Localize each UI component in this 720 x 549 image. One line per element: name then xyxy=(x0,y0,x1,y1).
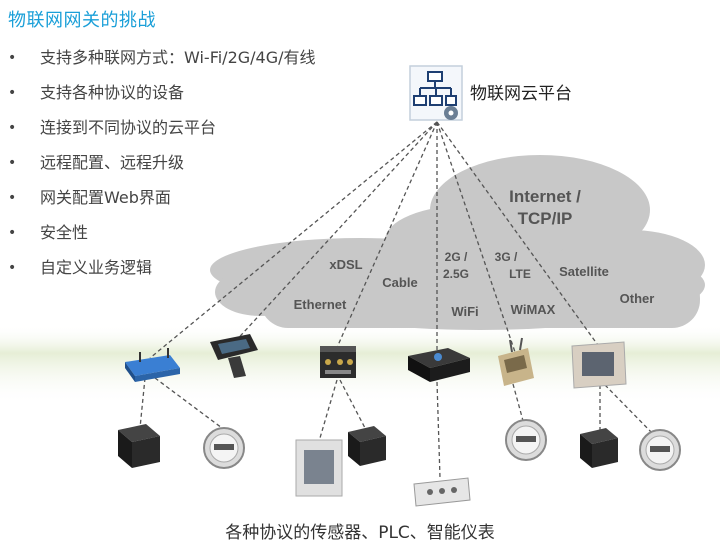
label-cable: Cable xyxy=(382,275,417,290)
black-gateway-box-icon xyxy=(408,348,470,382)
label-other: Other xyxy=(620,291,655,306)
touch-panel-icon xyxy=(295,439,343,497)
label-2g-line1: 2G / xyxy=(445,250,468,264)
challenge-item: • 安全性 xyxy=(8,223,316,258)
challenge-item: • 支持各种协议的设备 xyxy=(8,83,316,118)
challenge-list: • 支持多种联网方式：Wi-Fi/2G/4G/有线 • 支持各种协议的设备 • 连接到… xyxy=(8,48,316,293)
challenge-text: 网关配置Web界面 xyxy=(40,188,171,207)
router-icon xyxy=(125,348,180,382)
label-wimax: WiMAX xyxy=(511,302,556,317)
challenge-item: • 支持多种联网方式：Wi-Fi/2G/4G/有线 xyxy=(8,48,316,83)
bullet-dot: • xyxy=(8,50,17,66)
challenge-text: 自定义业务逻辑 xyxy=(40,258,153,277)
portable-modem-icon xyxy=(498,337,534,386)
smart-meter-icon xyxy=(203,427,245,469)
cloud-title-line2: TCP/IP xyxy=(518,209,573,228)
embedded-gateway-icon xyxy=(320,346,356,378)
uplink-lines xyxy=(149,121,601,359)
downlink-lines xyxy=(139,377,656,479)
challenge-item: • 网关配置Web界面 xyxy=(8,188,316,223)
challenge-text: 连接到不同协议的云平台 xyxy=(40,118,217,137)
label-xdsl: xDSL xyxy=(329,257,362,272)
bullet-dot: • xyxy=(8,120,17,136)
panel-pc-icon xyxy=(571,341,627,389)
cloud-labels: Internet / TCP/IP xDSL Cable Ethernet 2G… xyxy=(294,187,655,319)
bullet-dot: • xyxy=(8,155,17,171)
label-satellite: Satellite xyxy=(559,264,609,279)
challenge-item: • 自定义业务逻辑 xyxy=(8,258,316,293)
smart-meter-icon xyxy=(505,419,547,461)
label-3g-line1: 3G / xyxy=(495,250,518,264)
challenge-item: • 连接到不同协议的云平台 xyxy=(8,118,316,153)
label-3g-line2: LTE xyxy=(509,267,531,281)
challenge-text: 支持各种协议的设备 xyxy=(40,83,185,102)
plc-module-icon xyxy=(118,424,160,468)
control-panel-icon xyxy=(413,477,471,507)
internet-cloud xyxy=(210,155,705,330)
bullet-dot: • xyxy=(8,225,17,241)
platform-label: 物联网云平台 xyxy=(470,84,572,104)
bullet-dot: • xyxy=(8,85,17,101)
bullet-dot: • xyxy=(8,190,17,206)
cloud-platform-icon xyxy=(409,65,463,121)
label-2g-line2: 2.5G xyxy=(443,267,469,281)
plc-module-icon xyxy=(580,428,618,468)
handheld-terminal-icon xyxy=(210,334,258,378)
plc-module-icon xyxy=(348,426,386,466)
challenge-item: • 远程配置、远程升级 xyxy=(8,153,316,188)
smart-meter-icon xyxy=(639,429,681,471)
cloud-title-line1: Internet / xyxy=(509,187,581,206)
page-title: 物联网网关的挑战 xyxy=(8,10,156,31)
label-ethernet: Ethernet xyxy=(294,297,347,312)
challenge-text: 支持多种联网方式：Wi-Fi/2G/4G/有线 xyxy=(40,48,316,67)
challenge-text: 安全性 xyxy=(40,223,89,242)
bullet-dot: • xyxy=(8,260,17,276)
label-wifi: WiFi xyxy=(451,304,478,319)
challenge-text: 远程配置、远程升级 xyxy=(40,153,185,172)
devices-caption: 各种协议的传感器、PLC、智能仪表 xyxy=(225,523,495,543)
